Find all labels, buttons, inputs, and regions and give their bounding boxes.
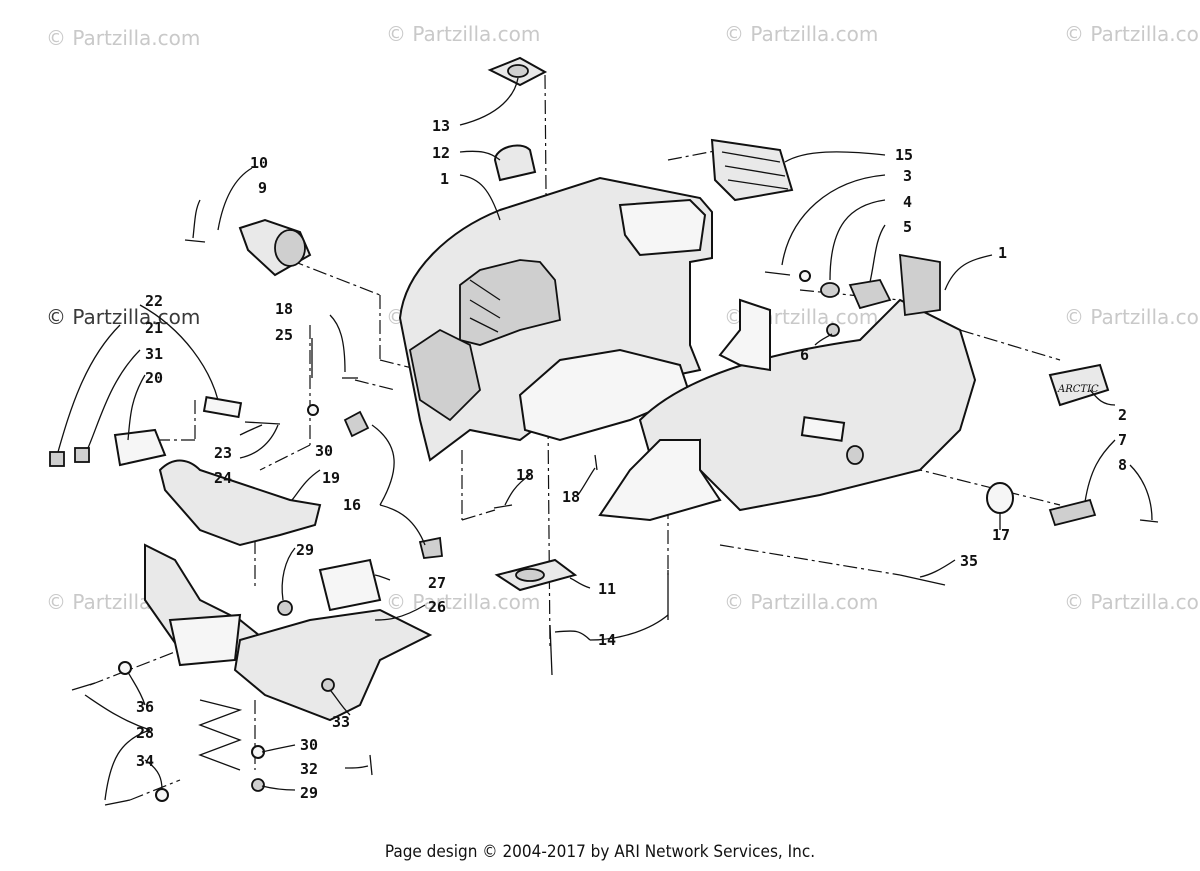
watermark: © Partzilla.com — [46, 305, 201, 329]
callout-33: 33 — [332, 713, 350, 731]
callout-24: 24 — [214, 469, 232, 487]
callout-4: 4 — [903, 193, 912, 211]
grommet-and-plates — [487, 56, 669, 676]
watermark: © Partzilla.com — [386, 22, 541, 46]
footer-copyright: Page design © 2004-2017 by ARI Network S… — [384, 842, 816, 862]
callout-34: 34 — [136, 752, 154, 770]
callout-29: 29 — [300, 784, 318, 802]
watermark: © Partzilla.com — [1064, 305, 1200, 329]
emblem-plate: ARCTIC — [1048, 363, 1110, 407]
louver-vent — [710, 138, 794, 202]
leader-lines — [57, 77, 1153, 801]
watermark: © Partzilla.com — [46, 26, 201, 50]
callout-7: 7 — [1118, 431, 1127, 449]
callout-29: 29 — [296, 541, 314, 559]
callout-labels: 1 1 2 3 4 5 6 7 8 9 10 11 12 13 14 15 16… — [136, 117, 1127, 802]
callout-17: 17 — [992, 526, 1010, 544]
callout-18: 18 — [275, 300, 293, 318]
watermark: © Partzilla.com — [724, 590, 879, 614]
left-hardware — [71, 338, 598, 806]
callout-20: 20 — [145, 369, 163, 387]
callout-12: 12 — [432, 144, 450, 162]
callout-23: 23 — [214, 444, 232, 462]
callout-36: 36 — [136, 698, 154, 716]
callout-8: 8 — [1118, 456, 1127, 474]
lower-shield — [144, 543, 433, 722]
emblem-text: ARCTIC — [1057, 384, 1099, 395]
callout-5: 5 — [903, 218, 912, 236]
callout-27: 27 — [428, 574, 446, 592]
callout-30: 30 — [315, 442, 333, 460]
callout-18: 18 — [516, 466, 534, 484]
callout-2: 2 — [1118, 406, 1127, 424]
callout-6: 6 — [800, 346, 809, 364]
callout-30: 30 — [300, 736, 318, 754]
callout-21: 21 — [145, 319, 163, 337]
callout-11: 11 — [598, 580, 616, 598]
watermark: © Partzilla.com — [1064, 22, 1200, 46]
callout-26: 26 — [428, 598, 446, 616]
callout-10: 10 — [250, 154, 268, 172]
callout-18: 18 — [562, 488, 580, 506]
callout-1: 1 — [998, 244, 1007, 262]
callout-25: 25 — [275, 326, 293, 344]
front-bumper — [49, 395, 322, 547]
callout-28: 28 — [136, 724, 154, 742]
callout-22: 22 — [145, 292, 163, 310]
callout-3: 3 — [903, 167, 912, 185]
right-hardware — [764, 270, 1159, 586]
callout-9: 9 — [258, 179, 267, 197]
watermark: © Partzilla.com — [724, 22, 879, 46]
headlight-housing — [184, 218, 312, 277]
callout-1: 1 — [440, 170, 449, 188]
watermark: © Partzilla.com — [386, 590, 541, 614]
callout-35: 35 — [960, 552, 978, 570]
callout-15: 15 — [895, 146, 913, 164]
callout-32: 32 — [300, 760, 318, 778]
callout-13: 13 — [432, 117, 450, 135]
watermark: © Partzilla.com — [1064, 590, 1200, 614]
callout-19: 19 — [322, 469, 340, 487]
callout-31: 31 — [145, 345, 163, 363]
callout-14: 14 — [598, 631, 616, 649]
callout-16: 16 — [343, 496, 361, 514]
belly-pan-right — [598, 253, 977, 522]
